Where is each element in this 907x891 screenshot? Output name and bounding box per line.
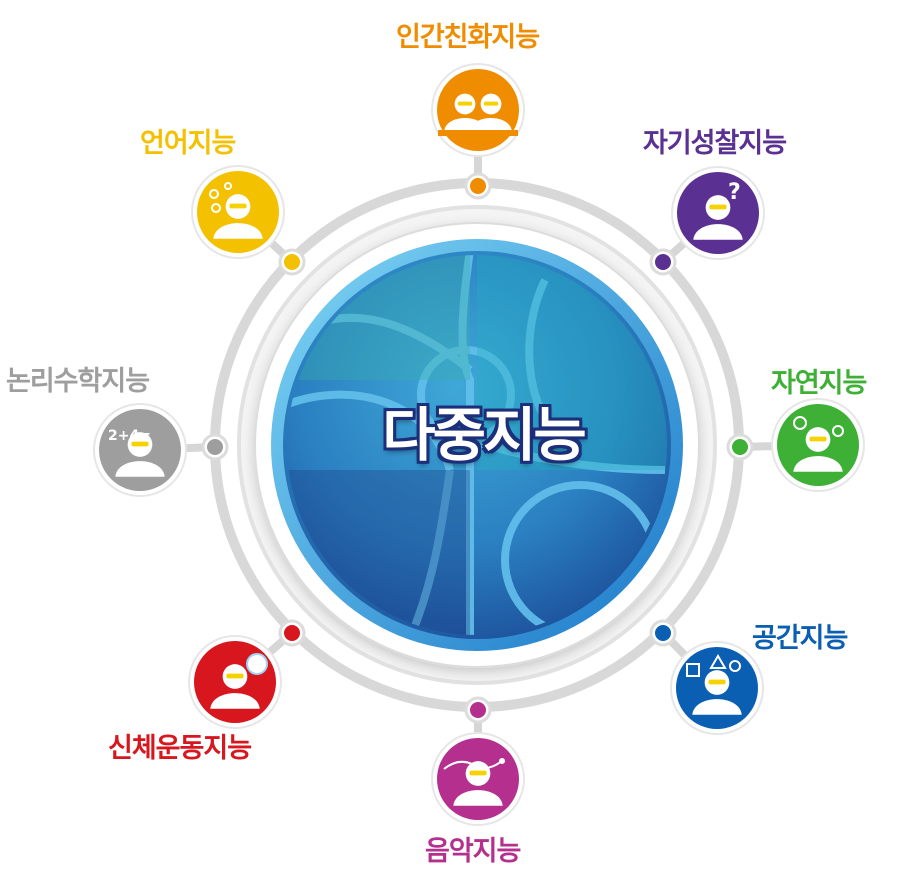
- ring-dot-spatial: [655, 625, 671, 641]
- ring-dot-naturalist: [732, 439, 748, 455]
- ring-dot-linguistic: [284, 254, 300, 270]
- math-person-icon: 2+4=: [93, 403, 187, 497]
- ring-dot-bodily-kinesthetic: [284, 625, 300, 641]
- intelligence-nodes: ? 2+4=: [93, 63, 865, 826]
- center-title: 다중지능: [382, 401, 586, 469]
- label-interpersonal: 인간친화지능: [396, 22, 540, 53]
- two-people-icon: [431, 63, 525, 157]
- label-logical-mathematical: 논리수학지능: [6, 366, 150, 397]
- soccer-ball-person-icon: [188, 635, 282, 729]
- ring-dot-intrapersonal: [655, 254, 671, 270]
- question-mark-icon: ?: [728, 180, 741, 205]
- question-person-icon: ?: [671, 166, 765, 260]
- ring-dot-interpersonal: [470, 178, 486, 194]
- music-person-icon: [431, 732, 525, 826]
- flower-person-icon: [771, 398, 865, 492]
- label-naturalist: 자연지능: [771, 368, 867, 399]
- math-symbols-icon: 2+4=: [108, 428, 151, 444]
- label-musical: 음악지능: [425, 836, 521, 867]
- label-intrapersonal: 자기성찰지능: [643, 128, 787, 159]
- label-linguistic: 언어지능: [140, 128, 236, 159]
- ring-dot-logical-mathematical: [207, 439, 223, 455]
- shapes-person-icon: [670, 641, 764, 735]
- soccer-ball-icon: [246, 653, 268, 675]
- label-bodily-kinesthetic: 신체운동지능: [108, 733, 252, 764]
- letters-person-icon: [191, 165, 285, 259]
- center-globe: [271, 239, 683, 651]
- label-spatial: 공간지능: [752, 623, 848, 654]
- ring-dot-musical: [470, 702, 486, 718]
